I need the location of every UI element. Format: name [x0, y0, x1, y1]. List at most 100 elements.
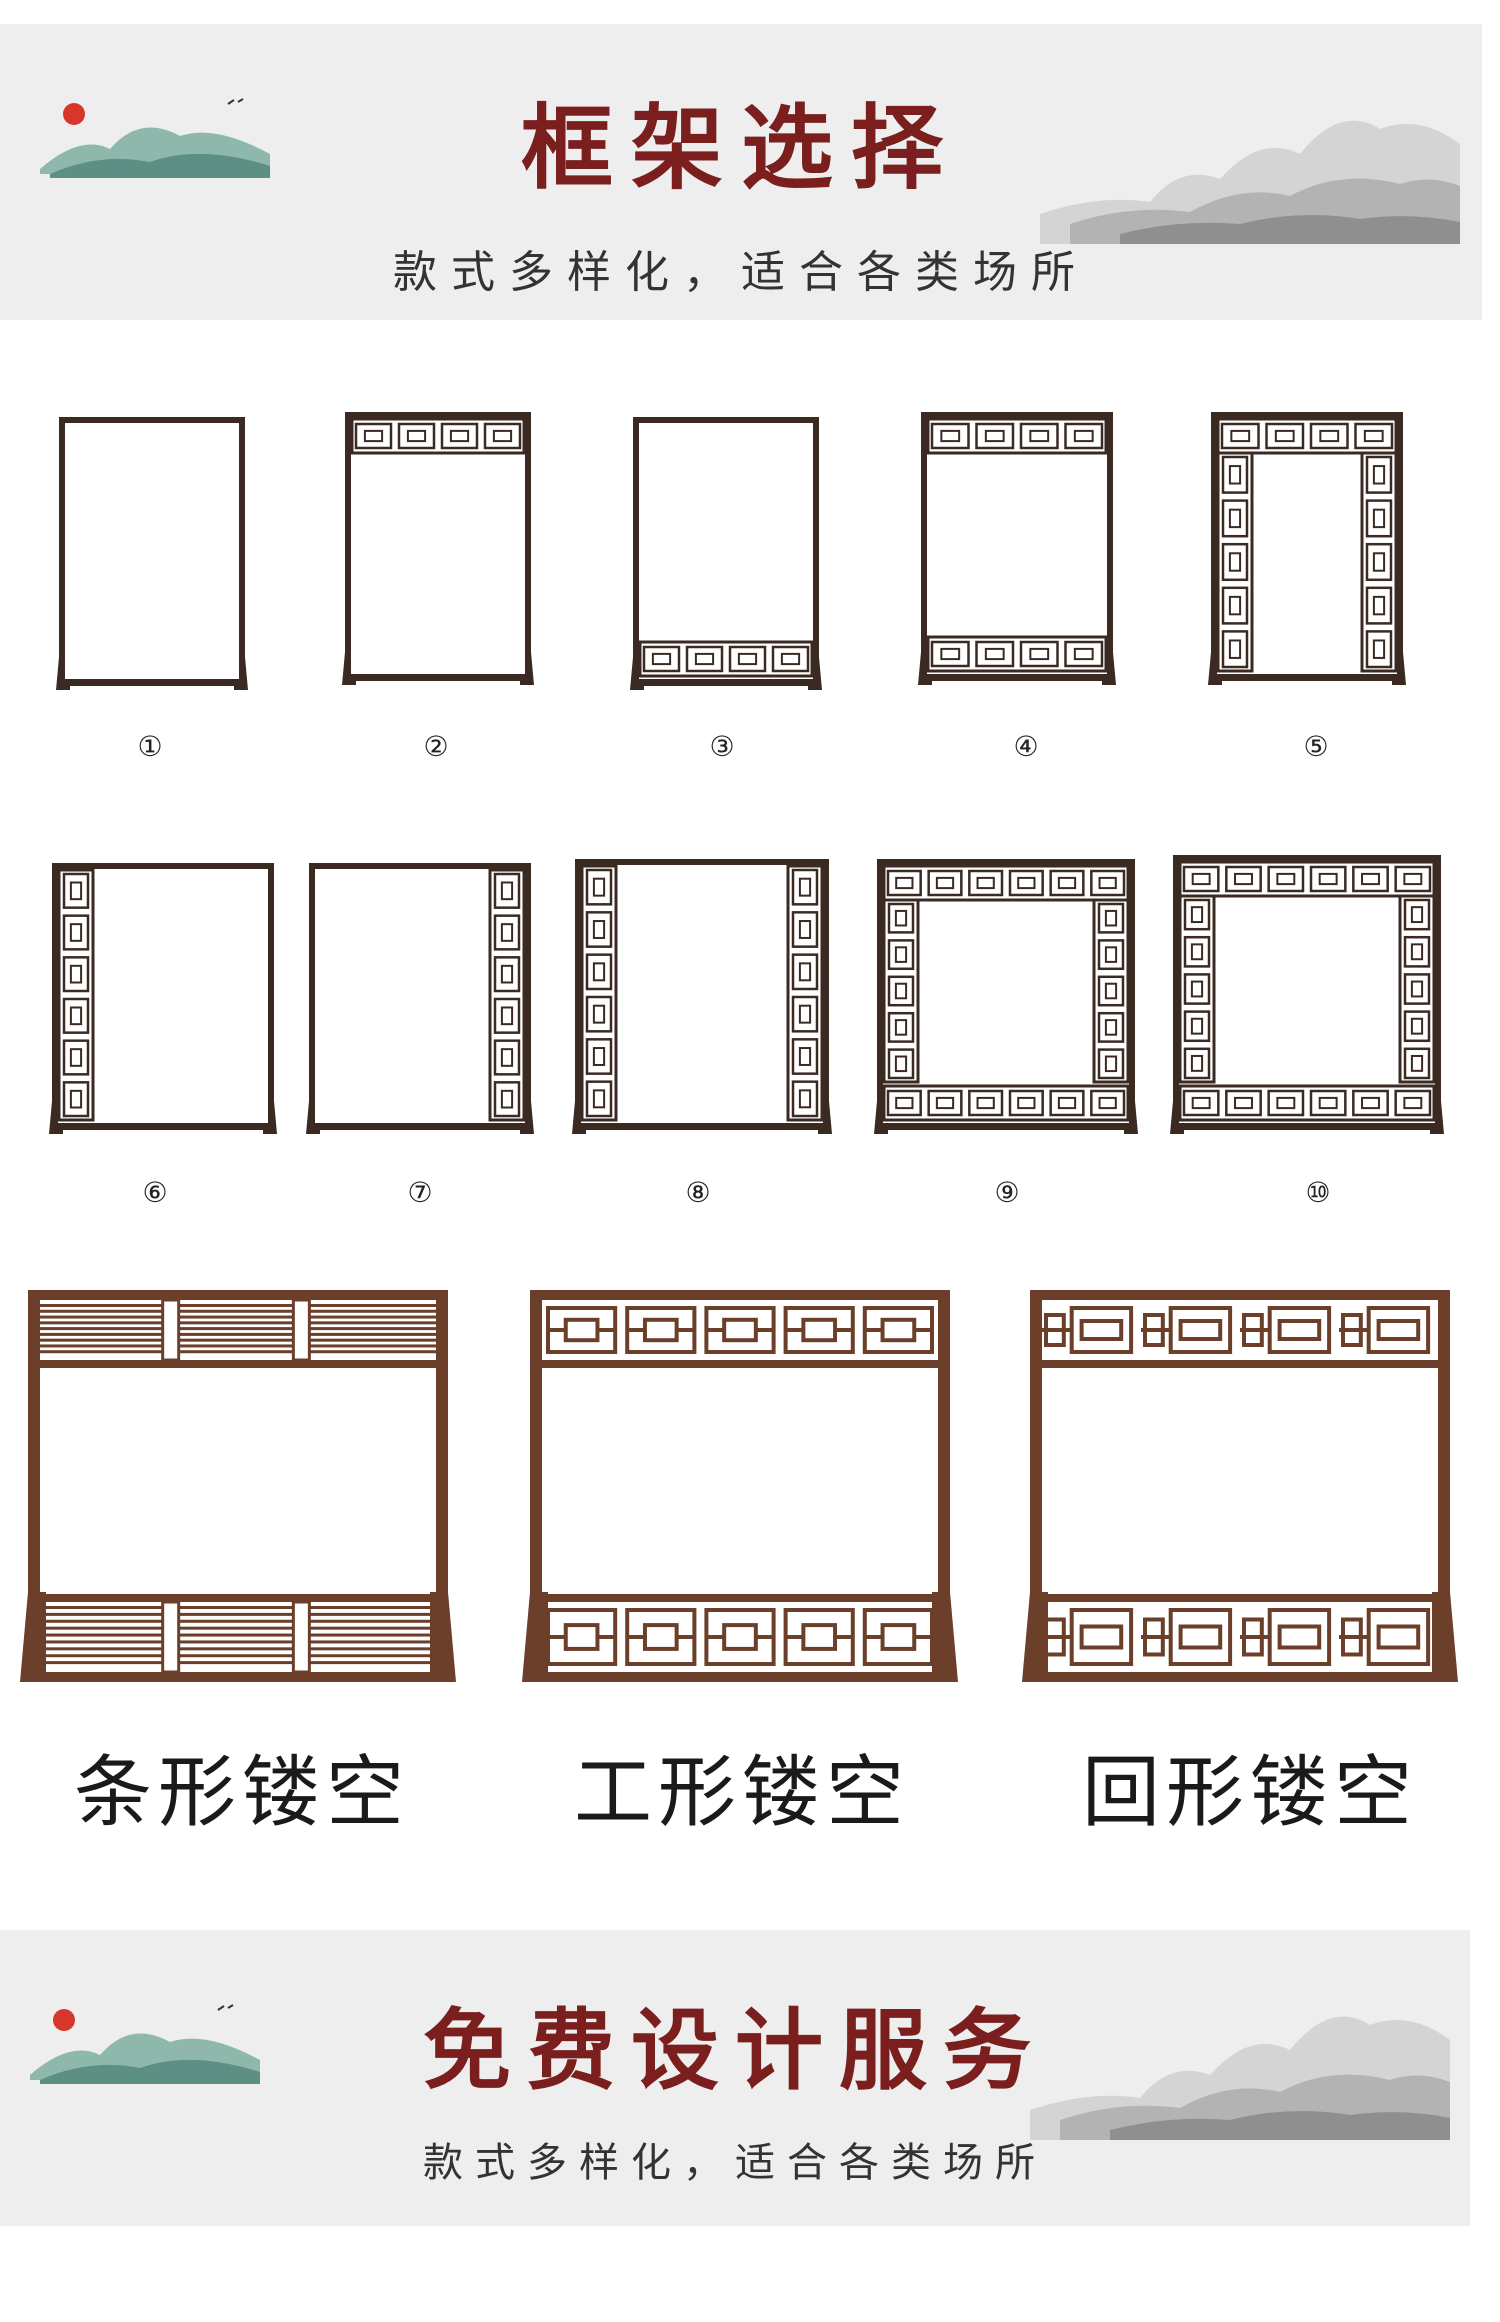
hui-inner — [1277, 1319, 1322, 1341]
lattice-right — [1092, 898, 1130, 1084]
hui-inner — [1178, 1319, 1223, 1341]
top-rail — [1030, 1290, 1450, 1300]
bottom-band-rail — [28, 1594, 448, 1602]
lattice-top — [350, 417, 526, 455]
frame-base — [344, 675, 532, 681]
bottom-banner: 免费设计服务 款式多样化，适合各类场所 — [0, 1930, 1470, 2226]
hui-inner — [1277, 1624, 1322, 1650]
lattice-core — [722, 1623, 758, 1651]
option-number-4: ④ — [1013, 730, 1039, 763]
slat — [40, 1315, 436, 1319]
post-right — [938, 1290, 950, 1682]
option-number-6: ⑥ — [142, 1176, 168, 1209]
lattice-top — [1216, 417, 1398, 455]
frame-outline — [633, 417, 819, 685]
slat — [40, 1344, 436, 1348]
slat — [40, 1304, 436, 1307]
post-left — [28, 1290, 40, 1682]
lattice-core — [880, 1623, 917, 1651]
option-number-2: ② — [423, 730, 449, 763]
lattice-left — [882, 898, 920, 1084]
lattice-right — [1360, 451, 1398, 673]
slat — [40, 1612, 436, 1616]
lattice-core — [801, 1317, 838, 1343]
style-label-i-shape: 工形镂空 — [573, 1748, 910, 1838]
option-number-1: ① — [137, 730, 163, 763]
top-band-rail — [28, 1360, 448, 1368]
lattice-top — [926, 417, 1108, 455]
slat-divider — [161, 1298, 181, 1362]
lattice-left — [57, 868, 95, 1122]
hui-inner — [1376, 1624, 1421, 1650]
post-left — [530, 1290, 542, 1682]
lattice-left — [1178, 894, 1216, 1084]
slat — [40, 1640, 436, 1644]
frame-base — [920, 675, 1114, 681]
slat-divider — [291, 1298, 311, 1362]
frame-outline — [345, 412, 531, 680]
slat — [40, 1309, 436, 1313]
mountain-logo-icon — [40, 98, 270, 178]
page-title: 框架选择 — [520, 94, 961, 202]
frame-base — [58, 680, 246, 686]
slat — [40, 1350, 436, 1354]
lattice-top — [1178, 860, 1436, 898]
slat — [40, 1338, 436, 1342]
option-number-3: ③ — [709, 730, 735, 763]
lattice-core — [642, 1317, 679, 1343]
option-number-9: ⑨ — [994, 1176, 1020, 1209]
frame-options — [49, 412, 1444, 1134]
lattice-core — [642, 1623, 679, 1651]
option-number-7: ⑦ — [407, 1176, 433, 1209]
base-rail — [1024, 1672, 1456, 1682]
post-right — [1438, 1290, 1450, 1682]
lattice-core — [801, 1623, 838, 1651]
frame-base — [308, 1124, 532, 1130]
lattice-core — [563, 1623, 600, 1651]
lattice-right — [1398, 894, 1436, 1084]
hui-inner — [1178, 1624, 1223, 1650]
lattice-core — [563, 1317, 600, 1343]
service-title: 免费设计服务 — [422, 1998, 1047, 2102]
banner-subtitle: 款式多样化，适合各类场所 — [393, 247, 1089, 298]
frame-outline — [921, 412, 1113, 680]
ink-mountains-icon — [1040, 120, 1460, 244]
frame-base — [632, 680, 820, 686]
frame-base — [1172, 1124, 1442, 1130]
bottom-band-rail — [530, 1594, 950, 1602]
frame-outline — [59, 417, 245, 685]
hui-inner — [1376, 1319, 1421, 1341]
strip-hollow-frame — [20, 1290, 456, 1682]
hui-inner — [1079, 1624, 1124, 1650]
lattice-core — [880, 1317, 917, 1343]
top-rail — [530, 1290, 950, 1300]
mountain-logo-icon — [30, 2004, 260, 2084]
top-rail — [28, 1290, 448, 1300]
slat — [40, 1661, 436, 1665]
slat — [40, 1606, 436, 1609]
slat — [40, 1321, 436, 1325]
lattice-right — [488, 868, 526, 1122]
post-left — [1030, 1290, 1042, 1682]
option-number-5: ⑤ — [1303, 730, 1329, 763]
lattice-core — [722, 1317, 758, 1343]
frame-outline — [877, 859, 1135, 1129]
slat — [40, 1332, 436, 1336]
base-rail — [524, 1672, 956, 1682]
i-shape-hollow-frame — [522, 1290, 958, 1682]
slat — [40, 1654, 436, 1658]
frame-base — [1210, 675, 1404, 681]
option-number-8: ⑧ — [685, 1176, 711, 1209]
top-banner: 框架选择 款式多样化，适合各类场所 — [0, 24, 1482, 320]
hui-shape-hollow-frame — [1022, 1290, 1458, 1682]
top-band-rail — [1030, 1360, 1450, 1368]
frame-base — [574, 1124, 830, 1130]
base-rail — [22, 1672, 454, 1682]
top-band-rail — [530, 1360, 950, 1368]
bottom-banner-subtitle: 款式多样化，适合各类场所 — [423, 2140, 1047, 2186]
slat — [40, 1619, 436, 1623]
style-label-hui-shape: 回形镂空 — [1081, 1748, 1418, 1838]
slat — [40, 1626, 436, 1630]
slat-divider — [291, 1600, 311, 1674]
ink-mountains-icon — [1030, 2016, 1450, 2140]
